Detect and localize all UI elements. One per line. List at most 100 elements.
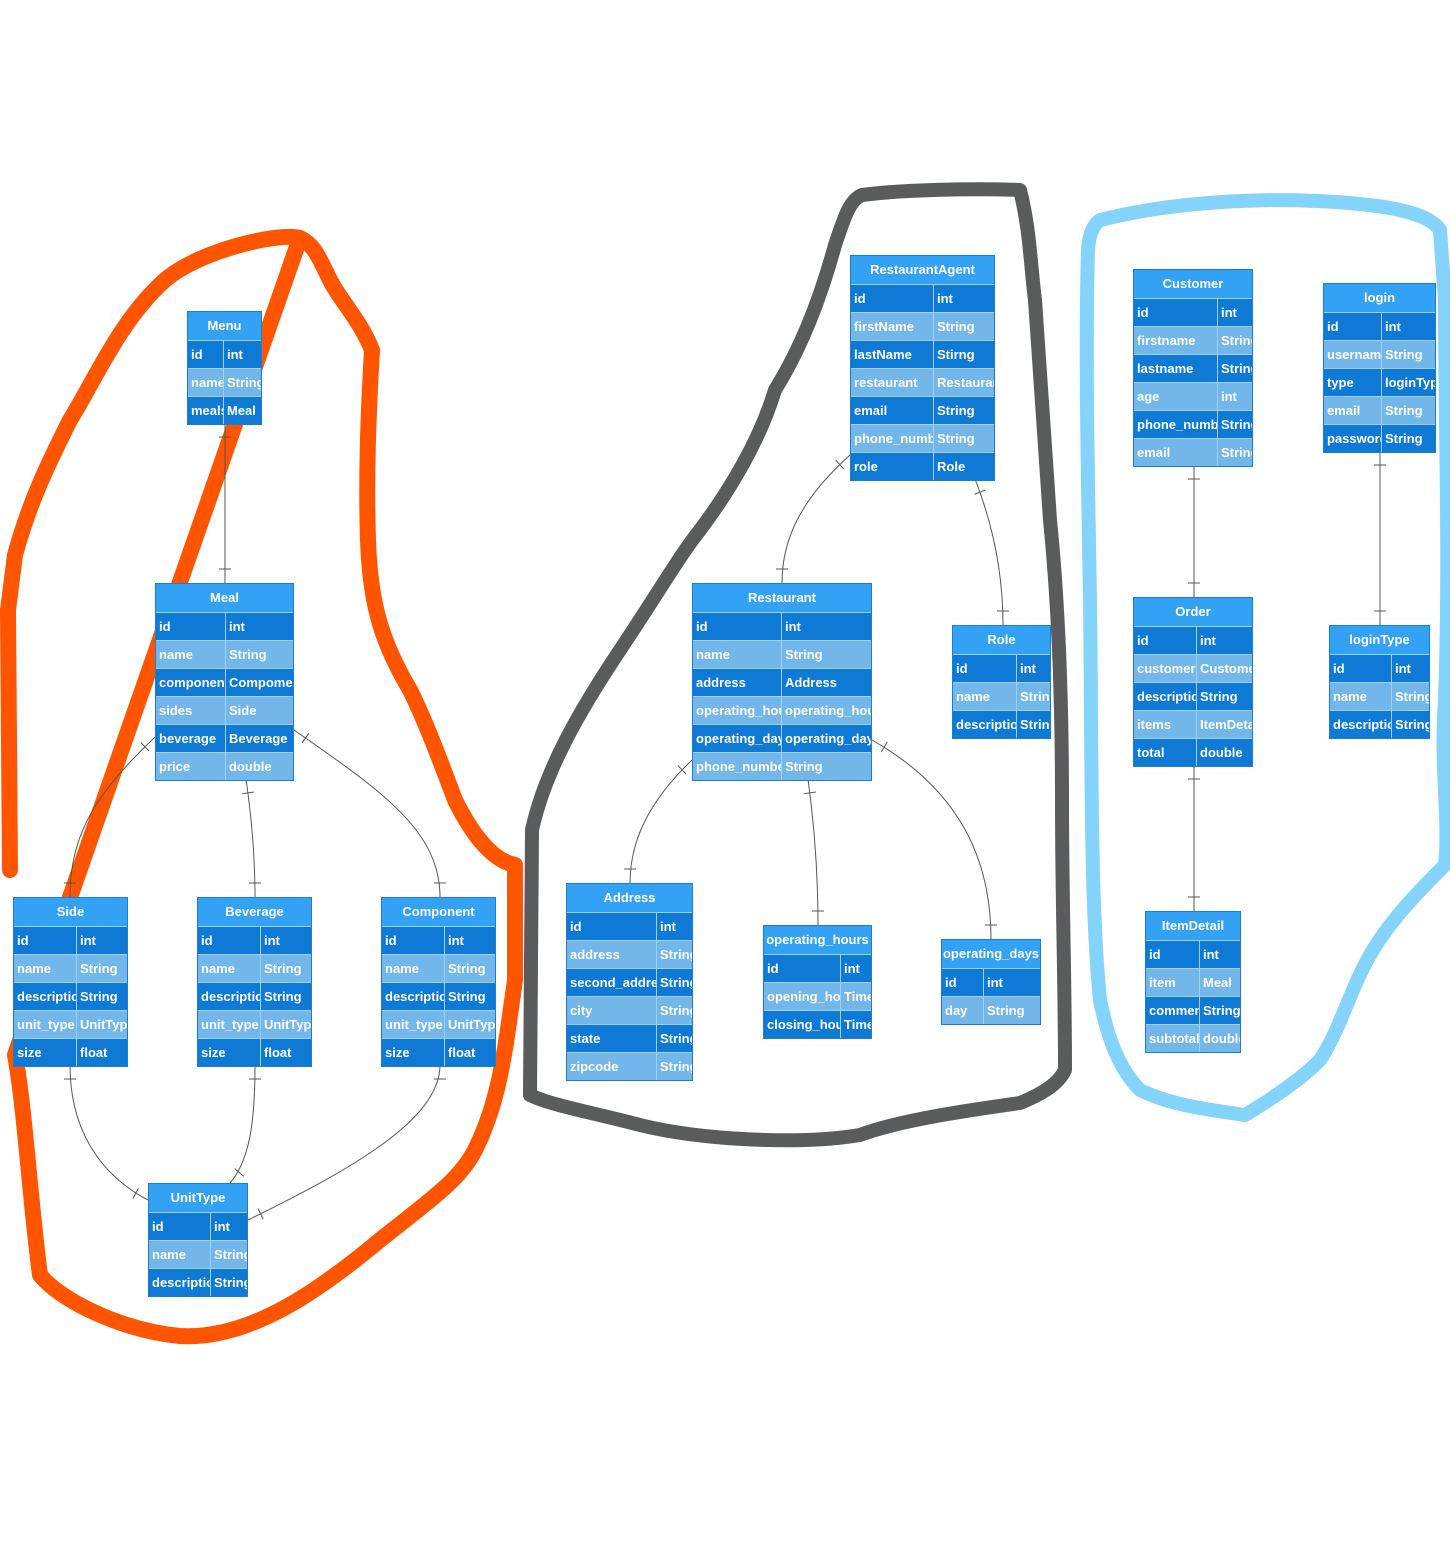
field-name: restaurant — [851, 368, 934, 396]
entity-login[interactable]: loginidintusernameStringtypeloginTypeema… — [1323, 283, 1436, 453]
entity-unittype[interactable]: UnitTypeidintnameStringdescriptionString — [148, 1183, 248, 1297]
entity-role[interactable]: RoleidintnameStringdescriptionString — [952, 625, 1051, 739]
field-type: String — [224, 368, 261, 396]
field-name: id — [953, 654, 1017, 682]
field-name: id — [1330, 654, 1392, 682]
field-name: email — [1134, 438, 1218, 466]
entity-customer[interactable]: CustomeridintfirstnameStringlastnameStri… — [1133, 269, 1253, 467]
field-name: id — [567, 912, 657, 940]
field-row: typeloginType — [1324, 368, 1435, 396]
entity-title: Meal — [156, 584, 293, 612]
entity-title: login — [1324, 284, 1435, 312]
cardinality-mark — [257, 1208, 264, 1220]
field-name: id — [1134, 626, 1197, 654]
entity-title: Address — [567, 884, 692, 912]
field-type: int — [1017, 654, 1050, 682]
entity-title: ItemDetail — [1146, 912, 1240, 940]
cardinality-mark — [803, 791, 816, 795]
field-row: addressString — [567, 940, 692, 968]
entity-itemdetail[interactable]: ItemDetailidintitemMealcommentStringsubt… — [1145, 911, 1241, 1053]
entity-title: Beverage — [198, 898, 311, 926]
relationship-line-component-unittype — [247, 1064, 441, 1221]
entity-title: RestaurantAgent — [851, 256, 994, 284]
field-row: opening_hourTime — [764, 982, 871, 1010]
field-row: usernameString — [1324, 340, 1435, 368]
field-row: restaurantRestaurant — [851, 368, 994, 396]
field-name: password — [1324, 424, 1382, 452]
field-type: Address — [782, 668, 871, 696]
field-name: id — [851, 284, 934, 312]
field-name: address — [693, 668, 782, 696]
field-name: id — [764, 954, 841, 982]
field-type: String — [1197, 682, 1252, 710]
field-row: descriptionString — [149, 1268, 247, 1296]
field-name: id — [14, 926, 77, 954]
field-name: id — [942, 968, 984, 996]
field-type: Meal — [224, 396, 261, 424]
field-name: subtotal — [1146, 1024, 1200, 1052]
field-type: int — [934, 284, 994, 312]
relationship-line-restaurantagent-restaurant — [781, 454, 851, 584]
field-type: String — [1017, 710, 1050, 738]
field-type: Role — [934, 452, 994, 480]
relationship-line-meal-beverage — [245, 778, 256, 898]
field-row: customerCustomer — [1134, 654, 1252, 682]
field-name: name — [382, 954, 445, 982]
field-type: float — [77, 1038, 127, 1066]
field-name: id — [1146, 940, 1200, 968]
field-type: String — [1218, 438, 1252, 466]
field-name: name — [14, 954, 77, 982]
entity-address[interactable]: AddressidintaddressStringsecond_addressS… — [566, 883, 693, 1081]
entity-order[interactable]: OrderidintcustomerCustomerdescriptionStr… — [1133, 597, 1253, 767]
field-row: commentString — [1146, 996, 1240, 1024]
field-type: Compoment — [226, 668, 293, 696]
field-type: int — [224, 340, 261, 368]
field-name: beverage — [156, 724, 226, 752]
field-name: description — [1134, 682, 1197, 710]
relationship-line-beverage-unittype — [229, 1064, 256, 1184]
cardinality-mark — [140, 742, 150, 752]
entity-menu[interactable]: MenuidintnameStringmealsMeal — [187, 311, 262, 425]
field-type: operating_hours — [782, 696, 871, 724]
entity-component[interactable]: ComponentidintnameStringdescriptionStrin… — [381, 897, 496, 1067]
field-row: stateString — [567, 1024, 692, 1052]
field-type: int — [1218, 382, 1252, 410]
entity-title: Menu — [188, 312, 261, 340]
field-type: int — [1392, 654, 1429, 682]
field-type: UnitType — [445, 1010, 495, 1038]
entity-side[interactable]: SideidintnameStringdescriptionStringunit… — [13, 897, 128, 1067]
entity-beverage[interactable]: BeverageidintnameStringdescriptionString… — [197, 897, 312, 1067]
field-name: name — [693, 640, 782, 668]
field-name: day — [942, 996, 984, 1024]
orange-group-outline — [0, 228, 523, 1345]
field-row: descriptionString — [953, 710, 1050, 738]
field-row: operating_hoursoperating_hours — [693, 696, 871, 724]
field-row: descriptionString — [1134, 682, 1252, 710]
field-type: double — [226, 752, 293, 780]
field-type: String — [657, 1024, 692, 1052]
field-name: phone_number — [693, 752, 782, 780]
cardinality-mark — [234, 1168, 245, 1177]
entity-logintype[interactable]: loginTypeidintnameStringdescriptionStrin… — [1329, 625, 1430, 739]
field-row: itemsItemDetail — [1134, 710, 1252, 738]
field-type: String — [1218, 326, 1252, 354]
entity-operating_hours[interactable]: operating_hoursidintopening_hourTimeclos… — [763, 925, 872, 1039]
field-name: size — [382, 1038, 445, 1066]
entity-meal[interactable]: MealidintnameStringcomponentsCompomentsi… — [155, 583, 294, 781]
field-type: int — [1197, 626, 1252, 654]
field-name: lastname — [1134, 354, 1218, 382]
